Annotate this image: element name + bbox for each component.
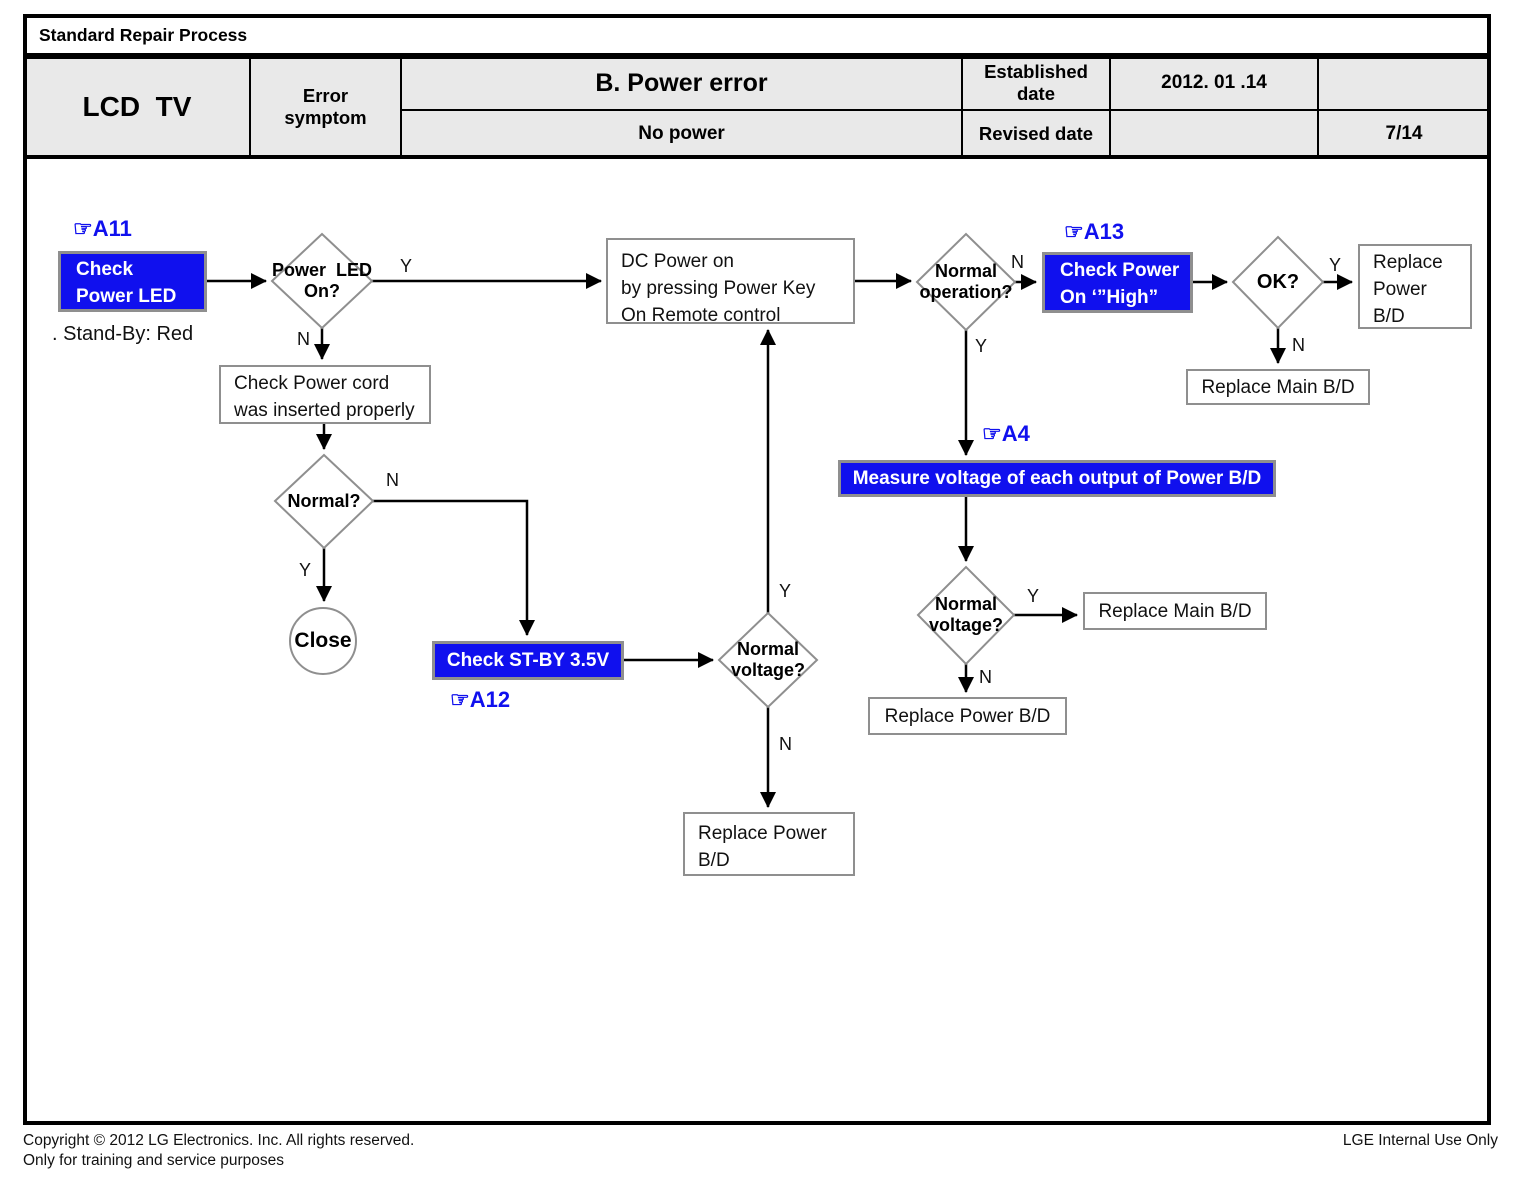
branch-y-normal-voltage-right: Y [1027, 586, 1040, 606]
step-check-power-cord: Check Power cord was inserted properly [219, 365, 431, 424]
step-measure-voltage: Measure voltage of each output of Power … [838, 460, 1276, 497]
diamond-normal-voltage-right [916, 565, 1016, 666]
diamond-power-led-on [270, 232, 374, 330]
branch-y-ok: Y [1329, 255, 1342, 275]
branch-n-power-led: N [297, 329, 310, 349]
branch-n-ok: N [1292, 335, 1305, 355]
step-replace-power-bd-bottom: Replace Power B/D [683, 812, 855, 876]
error-symptom-label: Error symptom [284, 85, 367, 128]
branch-y-normal-voltage-center: Y [779, 581, 792, 601]
step-replace-main-bd-top: Replace Main B/D [1186, 369, 1370, 405]
document-title-bar: Standard Repair Process [23, 14, 1491, 56]
branch-n-normal-operation: N [1011, 252, 1024, 272]
diamond-label-normal-voltage-right: Normal voltage? [928, 594, 1003, 635]
diamond-label-ok: OK? [1256, 270, 1300, 293]
header-empty-cell [1317, 55, 1491, 111]
diamond-normal-operation [915, 232, 1017, 332]
diamond-normal-voltage-center [717, 611, 819, 709]
step-replace-main-bd-mid: Replace Main B/D [1083, 592, 1267, 630]
step-check-power-on-high: Check Power On ‘”High” [1042, 252, 1193, 313]
branch-n-normal-voltage-right: N [979, 667, 992, 687]
revised-date-label: Revised date [978, 123, 1094, 144]
step-check-stby-35v: Check ST-BY 3.5V [432, 641, 624, 680]
established-date-label-cell: Established date [961, 55, 1111, 111]
ref-label-a11: ☞A11 [73, 216, 132, 242]
branch-y-normal-operation: Y [975, 336, 988, 356]
page-number: 7/14 [1385, 123, 1423, 144]
step-check-power-led: Check Power LED [58, 251, 207, 312]
diamond-normal [273, 453, 375, 550]
diamond-label-power-led-on: Power LED On? [271, 260, 373, 301]
terminator-close: Close [289, 607, 357, 675]
error-subtitle: No power [638, 123, 725, 144]
established-date-label: Established date [984, 61, 1088, 104]
ref-label-a12: ☞A12 [450, 687, 510, 713]
footer-copyright-line1: Copyright © 2012 LG Electronics. Inc. Al… [23, 1132, 415, 1149]
ref-a12-text: ☞A12 [450, 687, 511, 712]
step-replace-power-bd-right: Replace Power B/D [868, 697, 1067, 735]
footer-copyright-line2: Only for training and service purposes [23, 1152, 285, 1169]
page-number-cell: 7/14 [1317, 109, 1491, 159]
branch-y-normal: Y [299, 560, 312, 580]
standby-note: . Stand-By: Red [52, 323, 194, 345]
page-border [23, 14, 1491, 1125]
ref-a11-text: ☞A11 [73, 216, 132, 241]
step-dc-power-on: DC Power on by pressing Power Key On Rem… [606, 238, 855, 326]
diamond-label-normal-operation: Normal operation? [919, 261, 1013, 302]
ref-label-a4: ☞A4 [982, 421, 1030, 447]
ref-a13-text: ☞A13 [1064, 219, 1125, 244]
diamond-ok [1231, 235, 1325, 330]
error-title-cell: B. Power error [400, 55, 963, 111]
document-title: Standard Repair Process [39, 25, 248, 45]
ref-a4-text: ☞A4 [982, 421, 1030, 446]
error-title: B. Power error [595, 68, 768, 97]
revised-date-value-cell [1109, 109, 1319, 159]
footer-internal-use: LGE Internal Use Only [1342, 1132, 1498, 1149]
product-name: LCD TV [82, 91, 192, 122]
branch-n-normal: N [386, 470, 399, 490]
revised-date-label-cell: Revised date [961, 109, 1111, 159]
branch-n-normal-voltage-center: N [779, 734, 792, 754]
established-date-value: 2012. 01 .14 [1161, 72, 1267, 93]
step-replace-power-bd-topright: Replace Power B/D [1358, 244, 1472, 329]
diamond-label-normal: Normal? [287, 490, 361, 511]
diamond-label-normal-voltage-center: Normal voltage? [730, 639, 805, 680]
ref-label-a13: ☞A13 [1064, 219, 1124, 245]
branch-y-power-led: Y [400, 256, 413, 276]
